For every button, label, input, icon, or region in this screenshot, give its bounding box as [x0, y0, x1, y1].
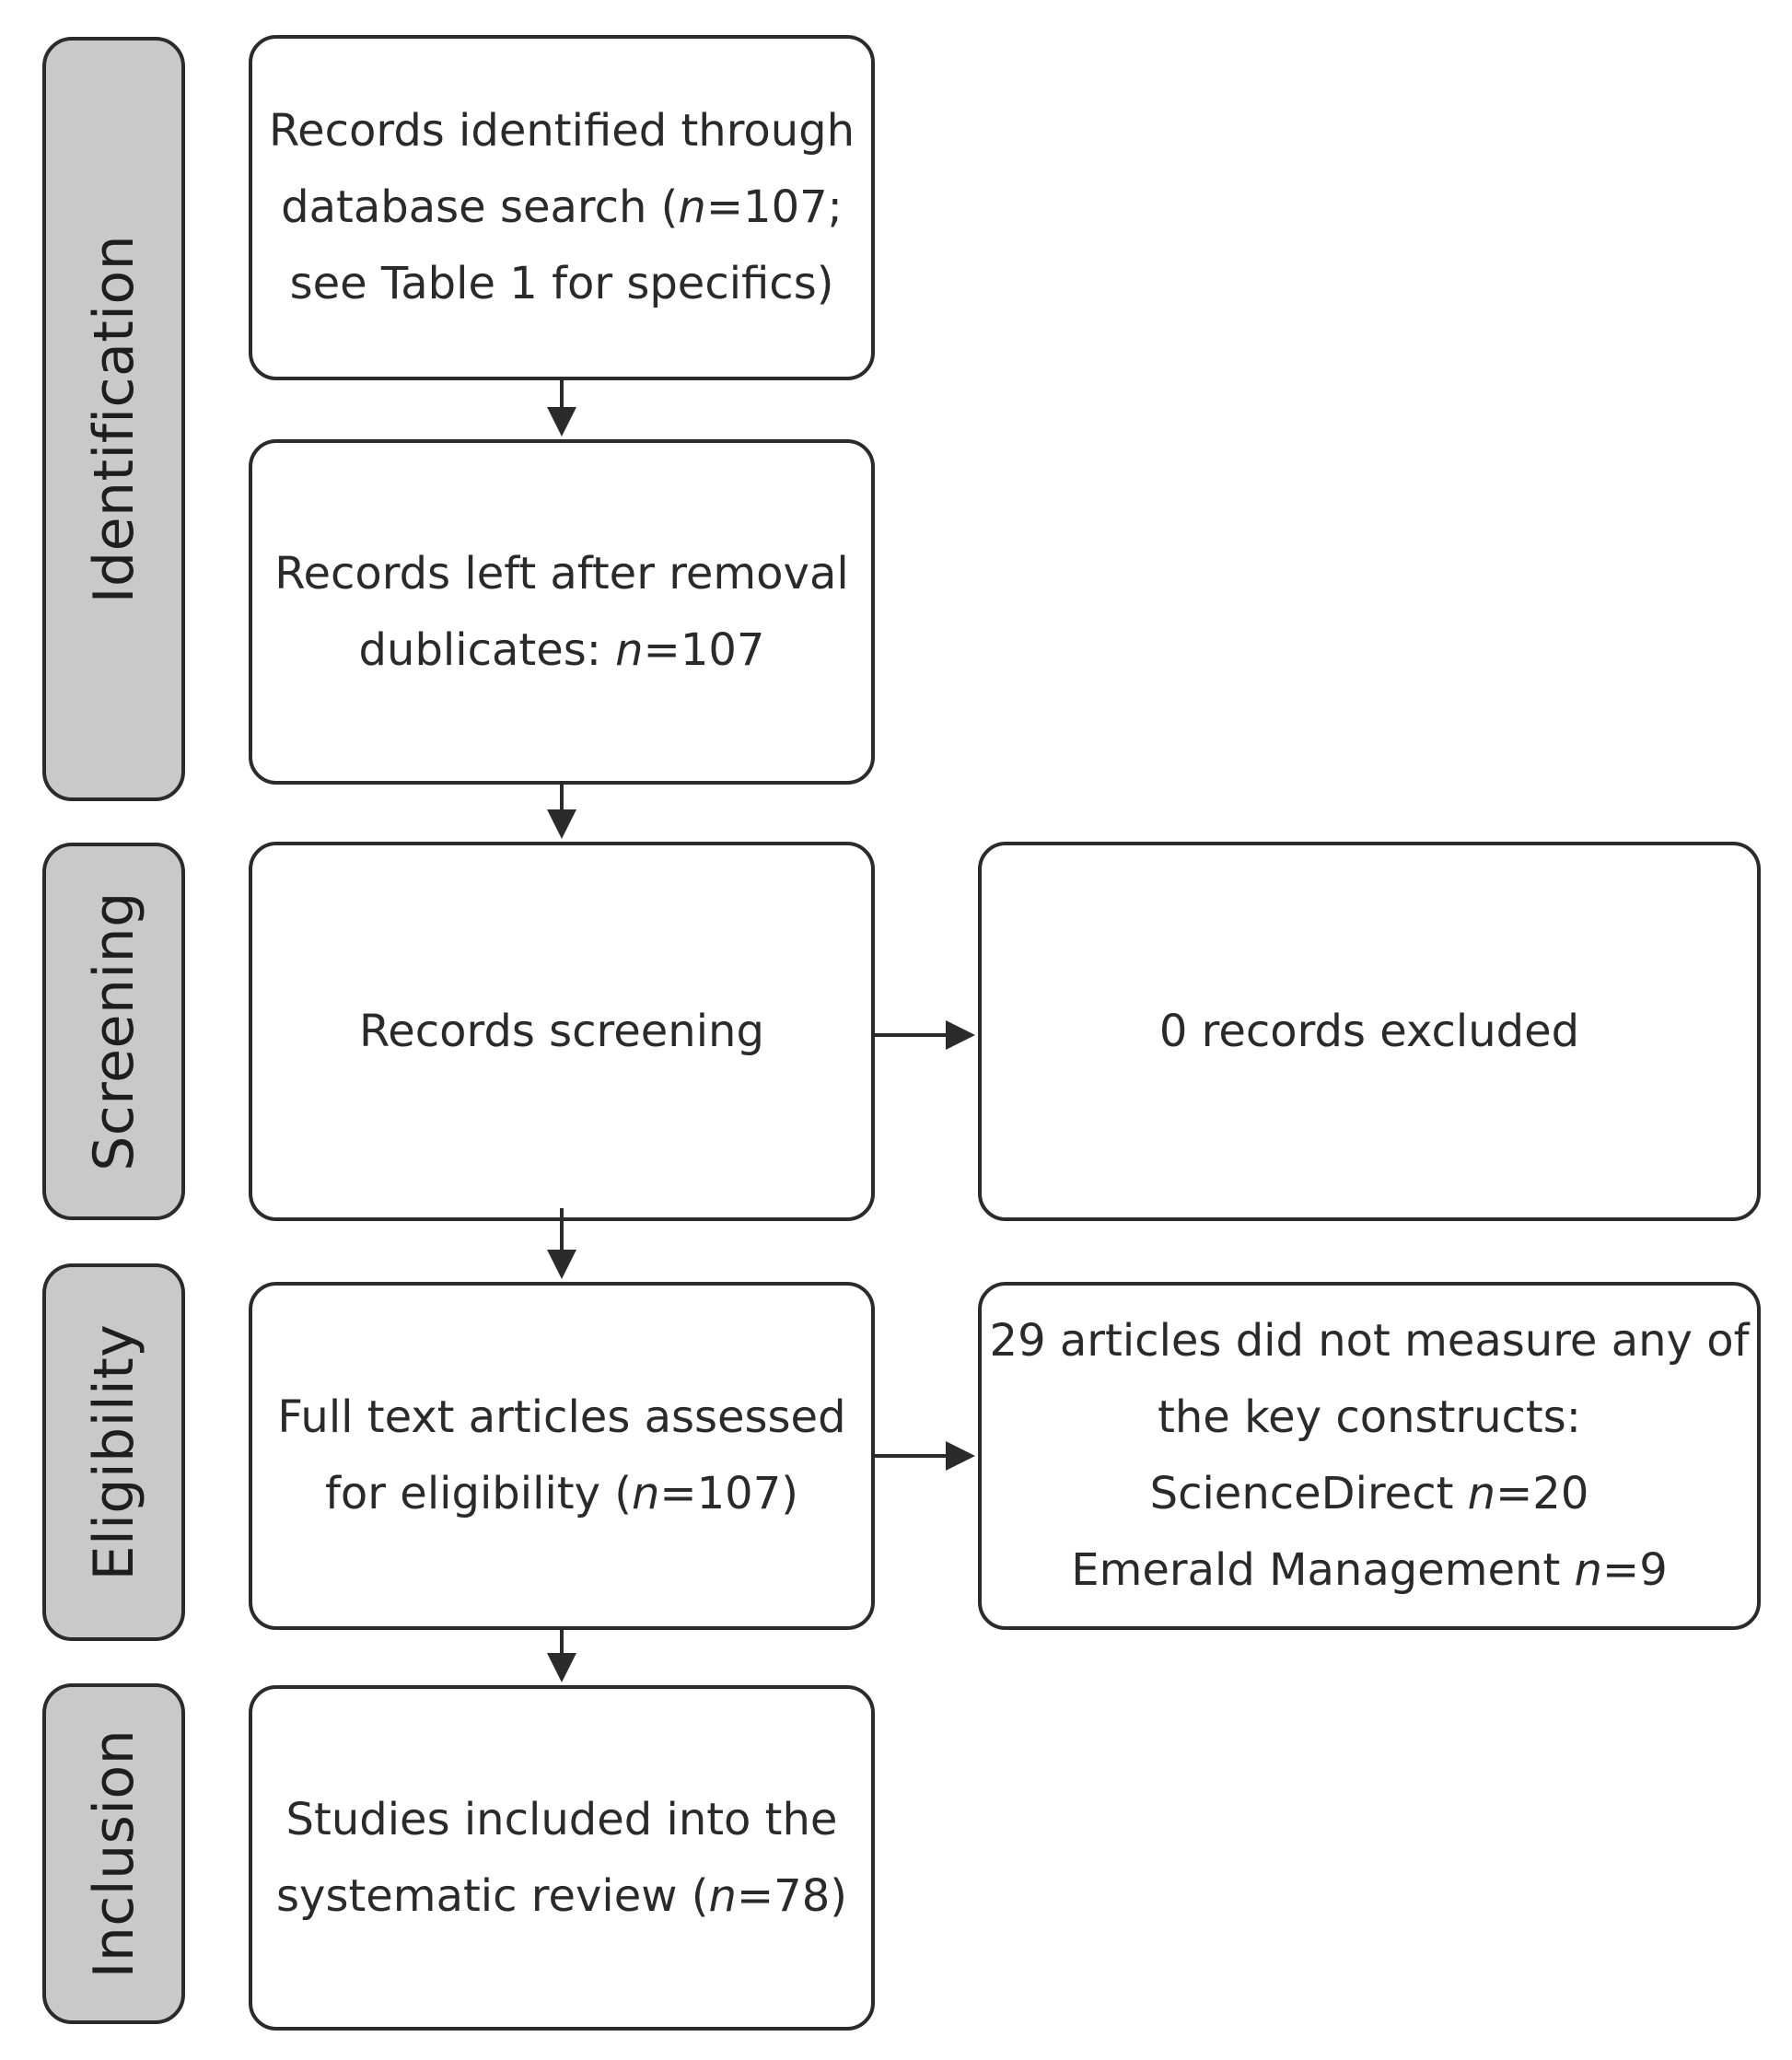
articles-excluded-line1: 29 articles did not measure any of [989, 1315, 1750, 1367]
studies-included-line2: systematic review (n=78) [276, 1869, 847, 1922]
full-text-assessed-box: Full text articles assessed for eligibil… [249, 1282, 875, 1630]
records-after-duplicates-line1: Records left after removal [274, 547, 849, 599]
studies-included-line1: Studies included into the [285, 1793, 838, 1845]
records-excluded-box: 0 records excluded [978, 842, 1761, 1221]
records-identified-box: Records identified through database sear… [249, 35, 875, 380]
full-text-assessed-line2: for eligibility (n=107) [325, 1468, 798, 1519]
full-text-assessed-line1: Full text articles assessed [277, 1391, 846, 1443]
records-after-duplicates-line2: dublicates: n=107 [358, 623, 765, 676]
studies-included-box: Studies included into the systematic rev… [249, 1685, 875, 2031]
records-excluded-line1: 0 records excluded [1158, 1005, 1580, 1057]
articles-excluded-box: 29 articles did not measure any of the k… [978, 1282, 1761, 1630]
records-identified-line1: Records identified through [268, 105, 855, 157]
articles-excluded-line3: ScienceDirect n=20 [1149, 1468, 1589, 1519]
records-after-duplicates-box: Records left after removal dublicates: n… [249, 439, 875, 785]
records-screening-box: Records screening [249, 842, 875, 1221]
records-identified-line3: see Table 1 for specifics) [289, 258, 834, 309]
phase-identification: Identification [42, 37, 185, 801]
articles-excluded-line4: Emerald Management n=9 [1071, 1544, 1668, 1596]
phase-screening: Screening [42, 843, 185, 1220]
phase-inclusion: Inclusion [42, 1683, 185, 2024]
records-screening-line1: Records screening [359, 1005, 764, 1057]
articles-excluded-line2: the key constructs: [1158, 1391, 1581, 1443]
records-identified-line2: database search (n=107; [281, 181, 843, 233]
phase-eligibility: Eligibility [42, 1263, 185, 1641]
